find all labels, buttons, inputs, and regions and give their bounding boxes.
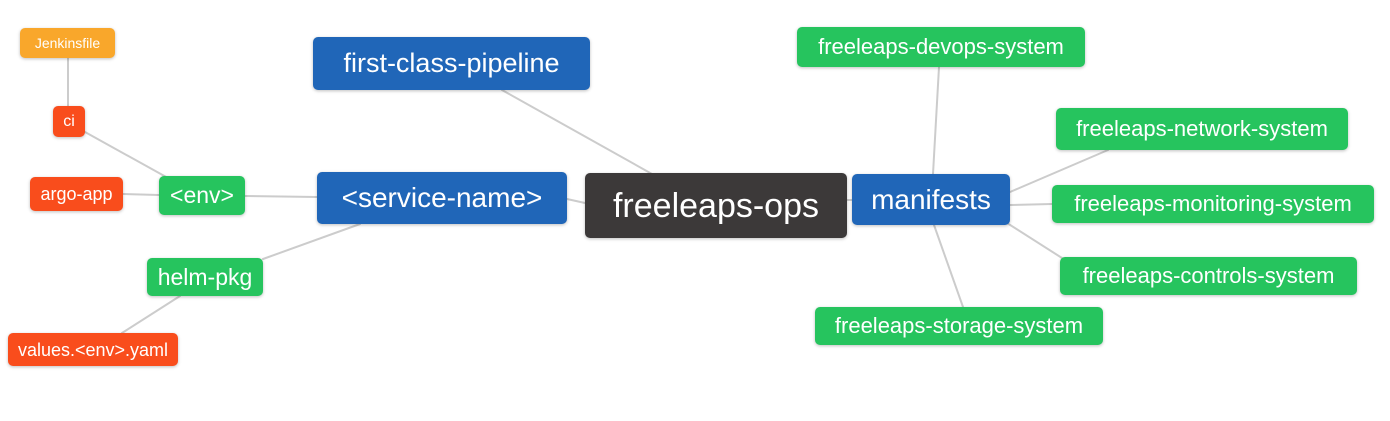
edge-manifests-storage [933,224,964,308]
node-freeleaps-storage-system[interactable]: freeleaps-storage-system [815,307,1103,345]
node-first-class-pipeline[interactable]: first-class-pipeline [313,37,590,90]
node-env[interactable]: <env> [159,176,245,215]
edge-manifests-monitoring [1009,203,1053,206]
edge-manifests-devops [932,66,940,175]
edge-values-helm-pkg [121,295,181,334]
node-freeleaps-monitoring-system-label: freeleaps-monitoring-system [1074,191,1352,216]
node-argo-app-label: argo-app [40,184,113,204]
edge-env-service-name [244,195,318,198]
edge-argo-app-env [122,193,160,196]
node-argo-app[interactable]: argo-app [30,177,123,211]
node-helm-pkg-label: helm-pkg [157,263,253,290]
node-freeleaps-devops-system[interactable]: freeleaps-devops-system [797,27,1085,67]
node-jenkinsfile[interactable]: Jenkinsfile [20,28,115,58]
node-freeleaps-devops-system-label: freeleaps-devops-system [818,34,1064,59]
node-manifests-label: manifests [871,183,991,215]
node-freeleaps-controls-system-label: freeleaps-controls-system [1082,263,1335,288]
edge-pipeline-root [501,89,653,175]
node-root-freeleaps-ops-label: freeleaps-ops [612,186,819,225]
node-service-name-label: <service-name> [341,182,543,213]
node-helm-pkg[interactable]: helm-pkg [147,258,263,296]
node-first-class-pipeline-label: first-class-pipeline [343,48,560,78]
node-freeleaps-monitoring-system[interactable]: freeleaps-monitoring-system [1052,185,1374,223]
node-env-label: <env> [170,182,234,208]
node-freeleaps-network-system[interactable]: freeleaps-network-system [1056,108,1348,150]
edge-ci-env [84,131,169,179]
node-service-name[interactable]: <service-name> [317,172,567,224]
node-ci-label: ci [63,112,75,130]
node-freeleaps-storage-system-label: freeleaps-storage-system [834,313,1084,338]
node-values-env-yaml-label: values.<env>.yaml [17,339,169,360]
node-jenkinsfile-label: Jenkinsfile [34,35,101,51]
edge-manifests-controls [1006,222,1063,259]
node-ci[interactable]: ci [53,106,85,137]
node-values-env-yaml[interactable]: values.<env>.yaml [8,333,178,366]
node-manifests[interactable]: manifests [852,174,1010,225]
node-freeleaps-network-system-label: freeleaps-network-system [1076,116,1328,141]
node-freeleaps-controls-system[interactable]: freeleaps-controls-system [1060,257,1357,295]
node-root-freeleaps-ops[interactable]: freeleaps-ops [585,173,847,238]
edge-service-name-root [566,198,586,204]
edge-helm-pkg-service-name [262,223,361,260]
